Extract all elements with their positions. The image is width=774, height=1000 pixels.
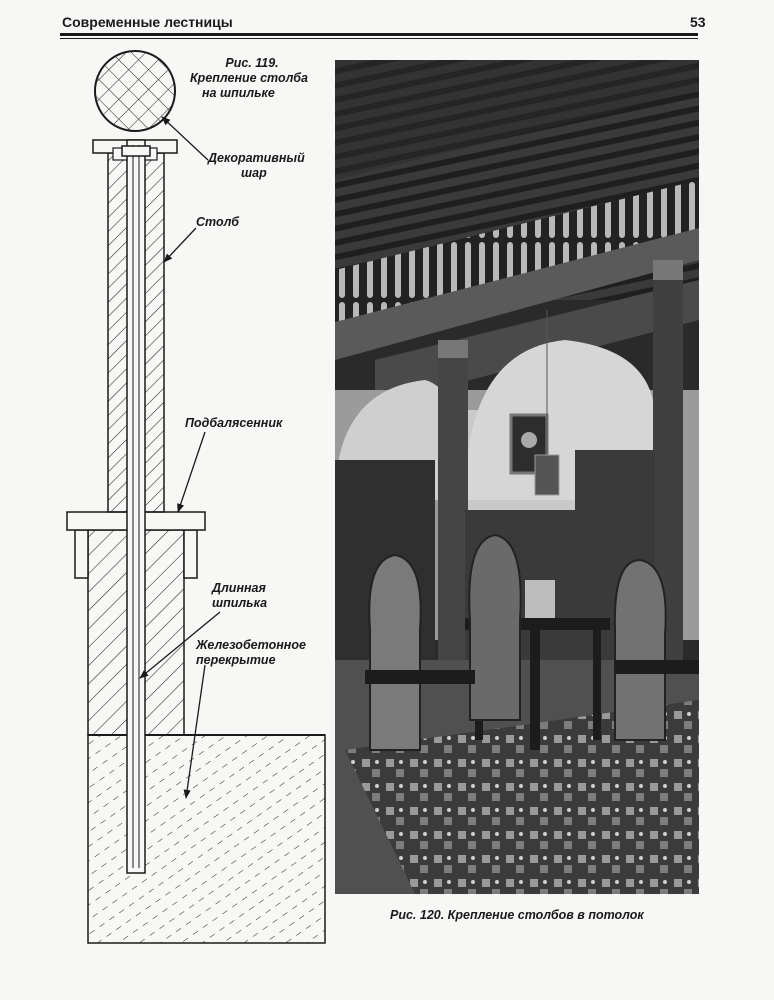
leader-lines xyxy=(139,116,221,799)
long-stud xyxy=(121,139,151,874)
figure-119-number: Рис. 119. xyxy=(225,56,279,70)
label-concrete-slab-line2: перекрытие xyxy=(196,653,276,667)
hall-interior-photo xyxy=(335,60,699,894)
figure-119-caption-line3: на шпильке xyxy=(202,86,275,100)
label-decorative-ball: Декоративный xyxy=(208,151,305,165)
label-long-stud-line2: шпилька xyxy=(212,596,268,610)
page-number: 53 xyxy=(690,14,706,30)
figure-120-caption: Рис. 120. Крепление столбов в потолок xyxy=(390,908,644,922)
running-header-title: Современные лестницы xyxy=(62,14,233,30)
header-rule-thin xyxy=(60,38,698,39)
label-base: Подбалясенник xyxy=(185,416,283,430)
concrete-slab xyxy=(87,734,326,944)
label-long-stud: Длинная xyxy=(212,581,266,595)
header-rule-thick xyxy=(60,33,698,36)
figure-119-caption: Рис. 119. xyxy=(207,56,297,71)
label-post: Столб xyxy=(196,215,239,229)
hall-interior-illustration xyxy=(335,60,699,894)
label-decorative-ball-line2: шар xyxy=(241,166,267,180)
decorative-ball xyxy=(94,50,176,132)
figure-119-caption-line2: Крепление столба xyxy=(190,71,308,85)
label-concrete-slab: Железобетонное xyxy=(196,638,306,652)
